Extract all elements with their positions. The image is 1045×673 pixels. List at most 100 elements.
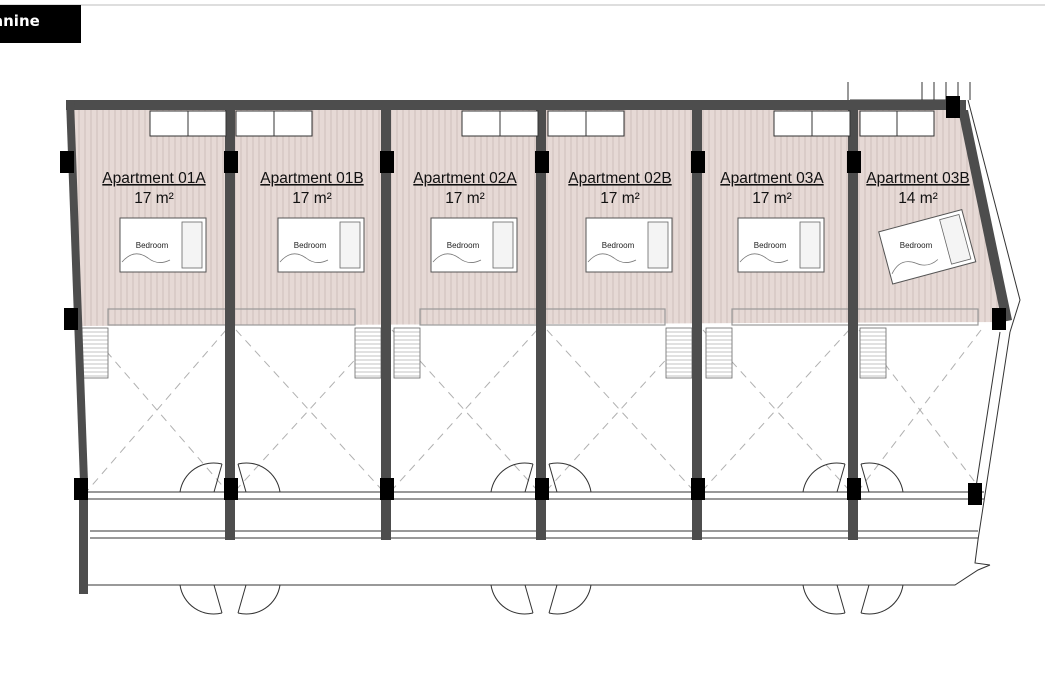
apartment-1: Bedroom Apartment 01A 17 m² [102,170,207,273]
door-swing [860,462,904,493]
room-label: Bedroom [754,241,787,250]
door-swing [548,584,592,615]
door-swing [237,462,281,493]
door-leaf [548,463,558,493]
diagonal-dash [858,329,982,491]
partition-wall [692,110,702,540]
top-wall [66,100,966,110]
door-swing [802,584,846,615]
bed-pillow [339,221,361,269]
door-arc [860,462,904,493]
stair-outline [705,327,733,379]
bed-pillow [647,221,669,269]
floor-label-tab[interactable]: anine [0,5,81,43]
apartment-2: Bedroom Apartment 01B 17 m² [260,170,365,273]
bed-cover [891,259,939,275]
partition-wall [225,110,235,540]
door-leaf [524,584,534,614]
room-label: Bedroom [900,241,933,250]
left-wall-upper [66,100,88,482]
partition-wall [536,110,546,540]
window [235,110,313,137]
door-arc [802,584,846,615]
apartments-group: Bedroom Apartment 01A 17 m² Bedroom Apartmen… [102,170,977,285]
stair-outline [354,327,382,379]
stair-outline [665,327,693,379]
apartment-name: Apartment 03B [866,170,969,187]
door-leaf [524,463,534,493]
door-leaf [237,584,247,614]
door-leaf [213,584,223,614]
corridor-lines [86,82,1021,586]
column [224,478,238,500]
stair-outline [81,327,109,379]
room-label: Bedroom [602,241,635,250]
column [224,151,238,173]
stair [859,327,887,379]
bed-pillow [939,214,972,265]
room-label: Bedroom [447,241,480,250]
stair-outline [859,327,887,379]
door-swing [548,462,592,493]
column [380,151,394,173]
bed-pillow [799,221,821,269]
bed-pillow [181,221,203,269]
walls-group [60,96,1012,615]
door-swing [179,584,223,615]
door-leaf [548,584,558,614]
apartment-name: Apartment 01B [260,170,363,187]
bed-cover [587,253,637,263]
apartment-area: 17 m² [445,190,485,207]
bed-icon [119,217,207,273]
door-swing [490,462,534,493]
column [380,478,394,500]
door-arc [237,462,281,493]
column [74,478,88,500]
window [773,110,851,137]
window [859,110,935,137]
partition-wall [848,110,858,540]
diagonal-dash [391,329,538,491]
stair [354,327,382,379]
bed-icon [737,217,825,273]
apartment-name: Apartment 01A [102,170,206,187]
stair [705,327,733,379]
left-wall-lower [79,482,88,594]
bed-icon [277,217,365,273]
door-swing [490,584,534,615]
bed-pillow [492,221,514,269]
door-arc [179,584,223,615]
apartment-area: 17 m² [292,190,332,207]
door-arc [860,584,904,615]
room-label: Bedroom [294,241,327,250]
right-wall [958,110,1012,322]
door-swing [802,462,846,493]
room-label: Bedroom [136,241,169,250]
door-arc [237,584,281,615]
door-arc [490,462,534,493]
apartment-area: 17 m² [134,190,174,207]
door-arc [548,462,592,493]
column [535,478,549,500]
column [691,478,705,500]
bed-icon [585,217,673,273]
apartment-name: Apartment 03A [720,170,824,187]
column [691,151,705,173]
door-leaf [237,463,247,493]
column [847,478,861,500]
door-leaf [213,463,223,493]
bed-cover [432,253,482,263]
door-leaf [860,584,870,614]
bed-cover [121,253,171,263]
door-arc [490,584,534,615]
bed-icon [878,208,977,285]
apartment-name: Apartment 02B [568,170,671,187]
partition-wall [381,110,391,540]
bed-icon [430,217,518,273]
apartment-name: Apartment 02A [413,170,517,187]
stair [81,327,109,379]
column [968,483,982,505]
